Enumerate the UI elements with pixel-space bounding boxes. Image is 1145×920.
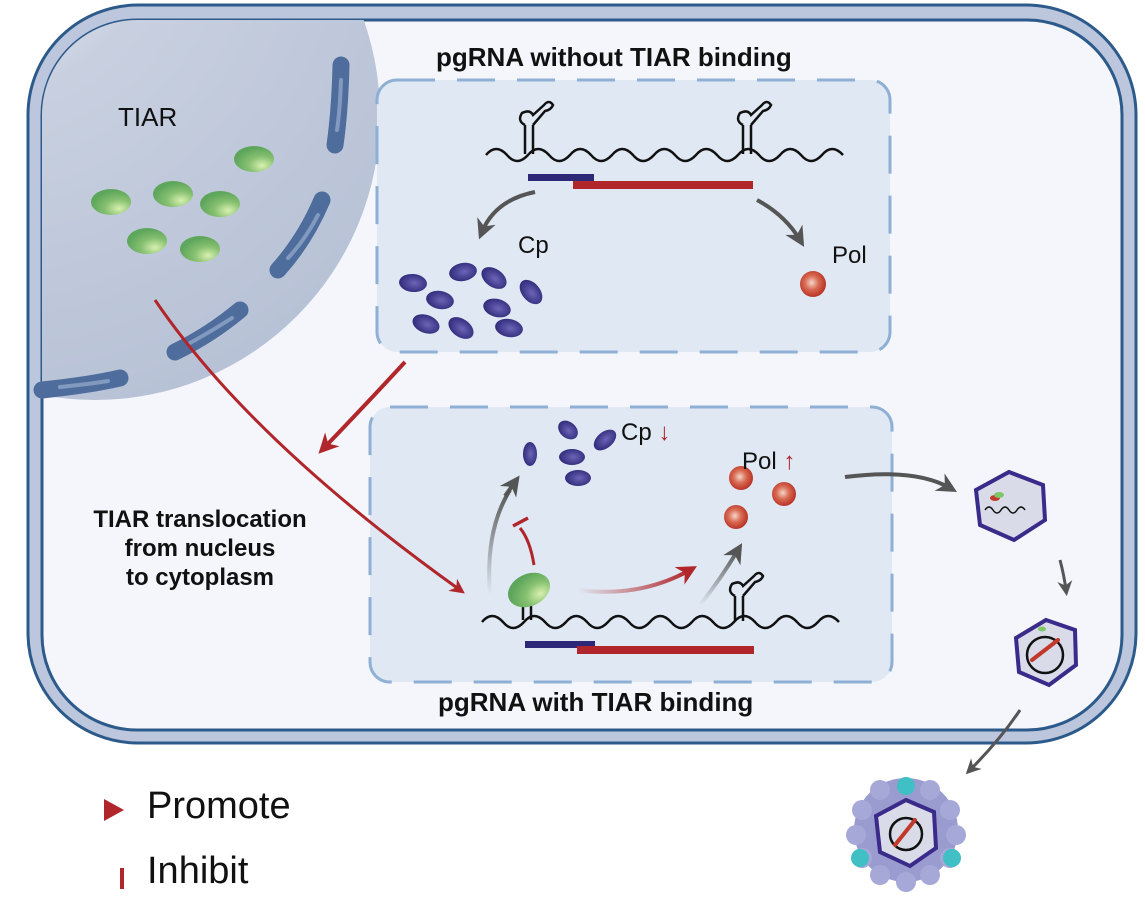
translocation-line-3: to cytoplasm [125, 564, 275, 591]
translocation-line-1: TIAR translocation [93, 506, 307, 533]
pgrna-top [485, 100, 844, 163]
orf-core-bottom [525, 641, 595, 648]
tiar-granule [153, 181, 193, 207]
panel-transition-arrow [318, 360, 407, 454]
orf-pol-top [573, 181, 753, 189]
panel-bottom-pol-label: Pol ↑ [742, 448, 795, 476]
nuclear-envelope-highlight [58, 78, 343, 389]
translation-arrow-pol [756, 198, 805, 247]
tiar-bound-pgrna [507, 572, 551, 608]
tiar-granule [91, 189, 131, 215]
translation-arrow-cp [477, 190, 536, 240]
pol-increase-icon: ↑ [783, 448, 796, 475]
tiar-granule [200, 191, 240, 217]
panel-bottom-box [368, 405, 894, 684]
assembly-arrow [844, 472, 957, 492]
panel-top-pol-label: Pol [832, 242, 867, 269]
panel-top-cp-label: Cp [518, 232, 549, 259]
cp-particles-bottom [523, 420, 617, 486]
legend-inhibit-bar [45, 868, 124, 889]
legend-promote-label: Promote [147, 785, 291, 827]
nucleus [42, 20, 380, 400]
tiar-granule [180, 236, 220, 262]
inhibit-arrow [518, 527, 536, 566]
panel-top-box [375, 78, 892, 354]
cp-label: Cp [621, 419, 652, 446]
tiar-granules-nucleus [91, 146, 274, 262]
capsid-pgrna [973, 469, 1048, 543]
tiar-granule [234, 146, 274, 172]
maturation-arrow [1057, 559, 1073, 596]
tiar-granule [127, 228, 167, 254]
translocation-line-2: from nucleus [124, 535, 276, 562]
orf-pol-bottom [577, 646, 754, 654]
capsid-rcdna [1013, 617, 1079, 688]
panel-bottom-title: pgRNA with TIAR binding [438, 687, 754, 717]
cp-decrease-icon: ↓ [658, 419, 671, 446]
pol-label: Pol [742, 448, 777, 475]
translation-arrow-cp-bottom [487, 488, 512, 595]
legend-promote-arrow [40, 799, 124, 821]
panel-top-title: pgRNA without TIAR binding [436, 42, 792, 72]
pol-particle-top [800, 271, 826, 297]
translation-arrow-pol-bottom [698, 543, 743, 607]
translocation-text: TIAR translocation from nucleus to cytop… [40, 505, 360, 592]
pol-particles-bottom [724, 466, 796, 529]
secretion-arrow [965, 709, 1022, 775]
cp-particles-top [399, 262, 543, 339]
panel-bottom-cp-label: Cp ↓ [621, 419, 670, 447]
hbv-virion [846, 777, 966, 892]
legend-inhibit-label: Inhibit [147, 850, 249, 892]
nucleus-tiar-label: TIAR [118, 102, 178, 132]
translocation-arrow [153, 299, 465, 594]
orf-core-top [528, 174, 594, 181]
promote-arrow [577, 566, 697, 594]
